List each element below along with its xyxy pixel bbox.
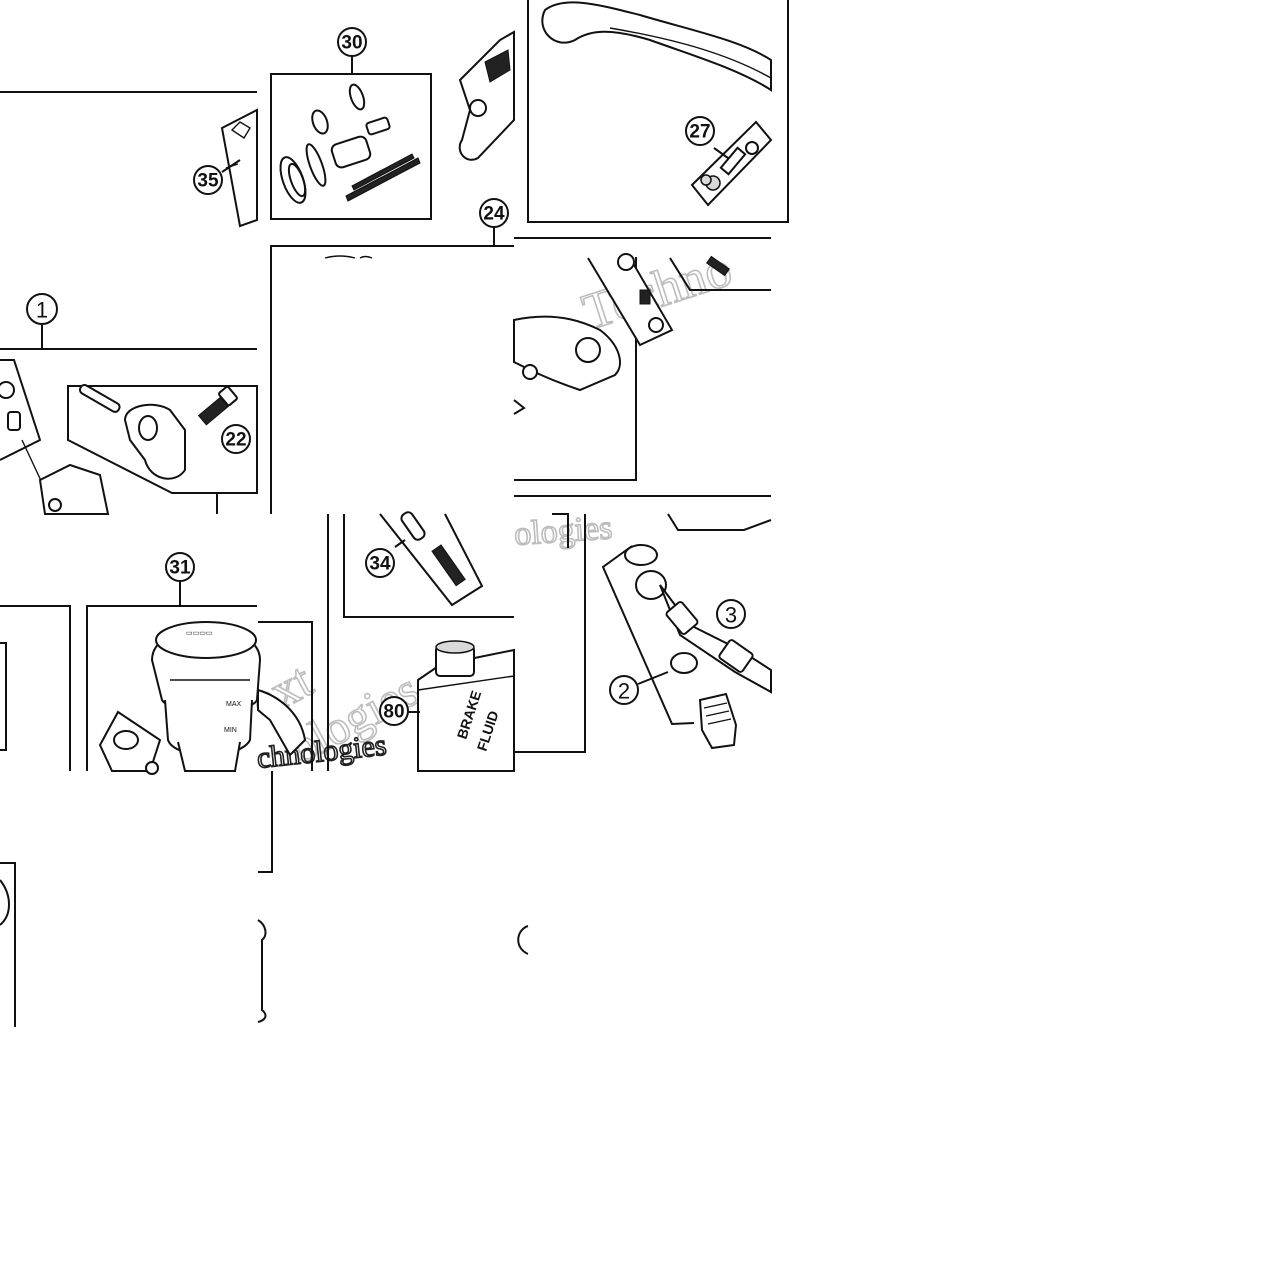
callout-80: 80 (379, 696, 420, 726)
svg-text:1: 1 (36, 298, 48, 323)
reservoir-max-label: MAX (226, 701, 242, 708)
callouts: 30 35 27 24 1 22 31 34 (26, 27, 746, 726)
pivot-assembly (78, 384, 238, 480)
svg-text:80: 80 (383, 702, 404, 723)
tile-bottom-row (0, 771, 529, 1027)
callout-27: 27 (685, 116, 715, 146)
svg-text:35: 35 (197, 171, 219, 192)
tile-top-middle (270, 30, 515, 259)
reservoir-cap-brand: ▭▭▭▭ (186, 630, 212, 637)
callout-30: 30 (337, 27, 367, 57)
svg-text:27: 27 (689, 122, 710, 143)
bolt-kit-34 (379, 511, 484, 607)
svg-text:24: 24 (483, 204, 505, 225)
reservoir-min-label: MIN (224, 727, 237, 734)
tile-lower-left: MAX MIN ▭▭▭▭ (0, 582, 262, 775)
svg-text:31: 31 (169, 558, 191, 579)
tile-middle-left (0, 325, 258, 515)
callout-22: 22 (221, 424, 251, 454)
brake-fluid-can-80: BRAKE FLUID (417, 640, 515, 772)
svg-text:30: 30 (341, 33, 362, 54)
tile-lower-middle: BRAKE FLUID (257, 511, 515, 772)
watermark-text-5: chnologies (255, 729, 388, 775)
svg-text:22: 22 (225, 430, 246, 451)
tile-lower-right (514, 513, 772, 753)
watermark-text-2: ologies (513, 509, 614, 553)
callout-2: 2 (609, 671, 669, 705)
svg-text:2: 2 (618, 679, 630, 704)
piston-kit-parts (279, 83, 421, 204)
callout-35: 35 (193, 159, 241, 195)
tile-middle-right (513, 253, 771, 497)
tile-top-right (514, 0, 789, 239)
callout-31: 31 (165, 552, 195, 582)
svg-text:3: 3 (725, 603, 737, 628)
tile-top-left (0, 91, 258, 228)
callout-3: 3 (716, 599, 746, 629)
callout-34: 34 (365, 548, 395, 578)
svg-text:34: 34 (369, 554, 391, 575)
bolt-kit-27 (690, 120, 773, 207)
callout-24: 24 (479, 198, 509, 228)
callout-1: 1 (26, 293, 58, 325)
reservoir-31: MAX MIN ▭▭▭▭ (150, 621, 262, 772)
hose-kit (601, 544, 772, 750)
